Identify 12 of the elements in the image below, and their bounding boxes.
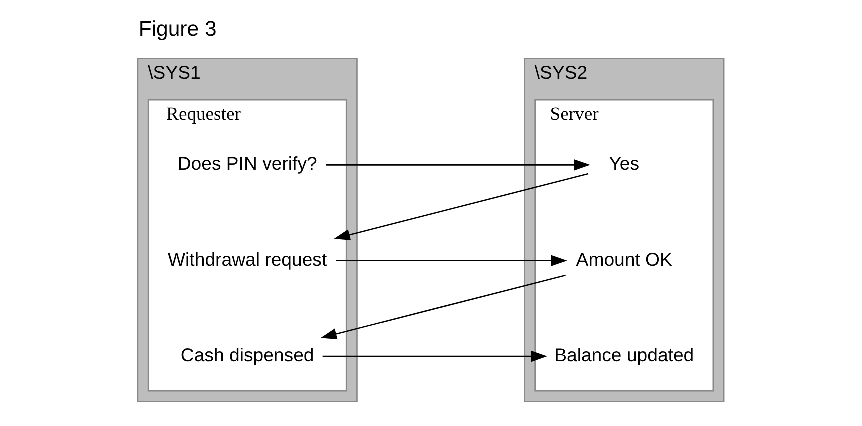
node-text: Amount OK	[576, 248, 672, 270]
node-text: Does PIN verify?	[178, 153, 318, 174]
diagram-title: Figure 3	[138, 16, 217, 41]
arrow	[326, 160, 590, 171]
node-text: Balance updated	[554, 344, 694, 366]
node-text: Cash dispensed	[180, 344, 314, 366]
node-text: Yes	[609, 153, 640, 174]
arrow	[334, 173, 589, 240]
arrow	[320, 274, 566, 340]
arrow	[336, 255, 568, 266]
node-text: Withdrawal request	[168, 248, 328, 270]
arrow	[322, 350, 548, 362]
